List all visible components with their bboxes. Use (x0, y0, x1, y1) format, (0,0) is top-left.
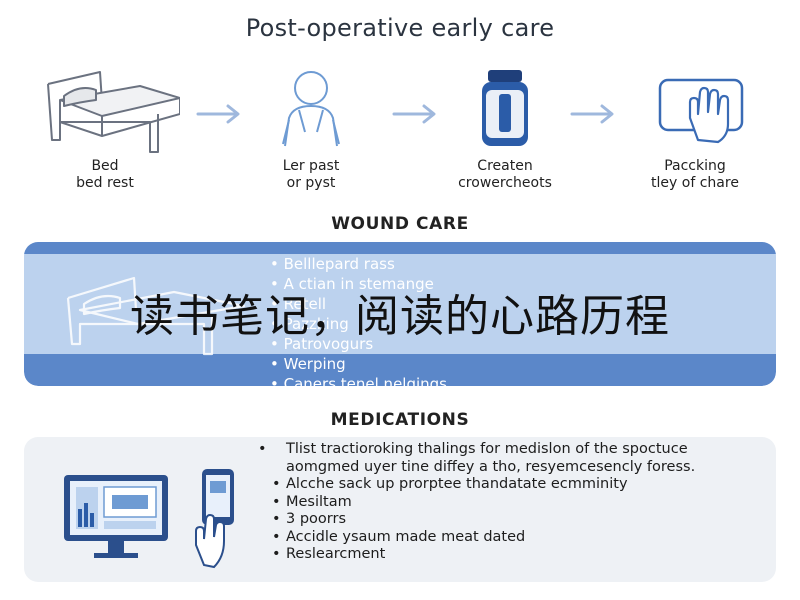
wound-care-list: Belllepard rass A ctian in stemange Rete… (270, 254, 750, 394)
bed-icon (47, 71, 180, 153)
list-item: •Reslearcment (272, 546, 386, 562)
step-hand-label-1: Paccking (664, 158, 726, 174)
computer-phone-icon (64, 469, 234, 569)
overlay-caption: 读书笔记，阅读的心路历程 (130, 291, 670, 342)
step-person-label-2: or pyst (286, 175, 336, 191)
step-medicine-label-2: crowercheots (458, 175, 552, 191)
list-item: •Alcche sack up prorptee thandatate ecmm… (272, 476, 628, 492)
list-item: Belllepard rass (270, 254, 750, 274)
step-hand-touch: Paccking tley of chare (620, 62, 770, 192)
list-item: •Accidle ysaum made meat dated (272, 528, 526, 545)
wound-care-heading: WOUND CARE (331, 214, 469, 234)
step-person-label-1: Ler past (282, 158, 340, 174)
medicine-bottle-icon (482, 70, 528, 146)
list-item: A ctian in stemange (270, 274, 750, 294)
arrow-right-icon (196, 104, 240, 124)
step-bed-label-1: Bed (91, 158, 119, 174)
medications-panel (24, 437, 776, 582)
medications-heading: MEDICATIONS (330, 410, 470, 430)
list-item: Werping (270, 354, 750, 374)
person-icon (282, 71, 340, 147)
step-bed-label-2: bed rest (76, 175, 134, 191)
page-title: Post-operative early care (245, 14, 555, 42)
arrow-right-icon (392, 104, 436, 124)
step-medicine-label-1: Createn (477, 158, 533, 174)
list-item: •Tlist tractioroking thalings for medisl… (258, 441, 696, 475)
list-item: Caners tenel nelgings (270, 374, 750, 394)
bed-icon (66, 276, 246, 356)
arrow-right-icon (570, 104, 614, 124)
care-steps-flow: Bed bed rest Ler past or pyst (30, 62, 770, 202)
hand-touch-icon (658, 78, 744, 144)
step-medicine: Createn crowercheots (430, 62, 580, 192)
list-item: Pazzking (270, 314, 750, 334)
step-hand-label-2: tley of chare (651, 175, 739, 191)
step-bed-rest: Bed bed rest (30, 62, 180, 192)
list-item: •3 poorrs (272, 511, 347, 527)
medications-list: •Tlist tractioroking thalings for medisl… (258, 441, 764, 564)
list-item: Patrovogurs (270, 334, 750, 354)
list-item: Retell (270, 294, 750, 314)
step-person: Ler past or pyst (236, 62, 386, 192)
list-item: •Mesiltam (272, 493, 352, 510)
